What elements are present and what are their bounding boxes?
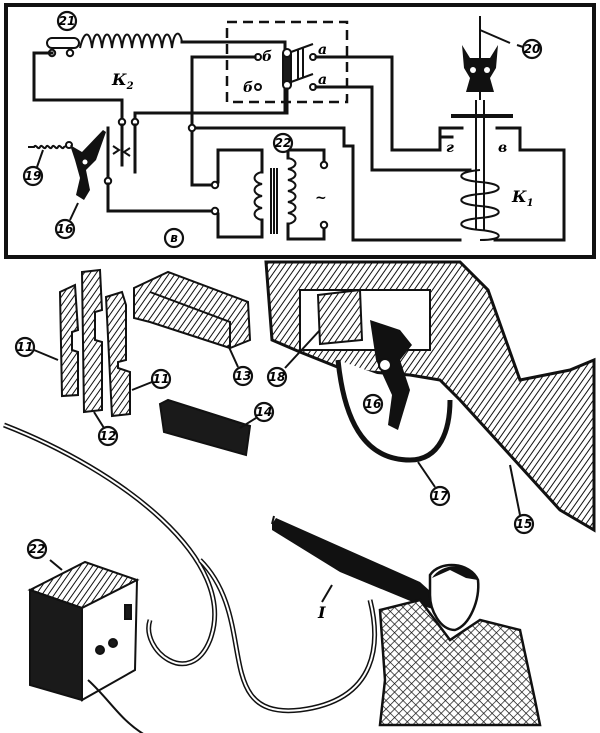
transformer-core — [270, 168, 278, 234]
svg-text:16: 16 — [57, 222, 74, 236]
part-11-left — [58, 283, 80, 398]
svg-text:12: 12 — [100, 429, 117, 443]
contact-label-b-bottom: б — [243, 80, 253, 96]
svg-text:11: 11 — [17, 340, 34, 354]
parts-exploded: 11 11 12 13 14 — [14, 268, 275, 457]
part-11-right — [104, 290, 131, 418]
contact-label-a-top: а — [318, 42, 327, 58]
relay-k2-label: К2 — [111, 70, 134, 92]
svg-text:14: 14 — [256, 405, 273, 419]
trigger-16-rifle — [370, 320, 412, 430]
transformer-primary — [253, 171, 263, 221]
contact-label-v: в — [498, 140, 507, 156]
relay-k2-coil — [79, 32, 183, 49]
rifle — [272, 518, 440, 610]
switch-21 — [46, 37, 80, 58]
part-13 — [133, 270, 252, 350]
callout-16-rifle: 16 — [362, 393, 384, 415]
svg-text:21: 21 — [59, 14, 76, 28]
callout-22-box: 22 — [26, 538, 48, 560]
shooter-body — [378, 598, 542, 727]
part-12 — [80, 268, 104, 414]
contact-label-a-bottom: а — [318, 72, 327, 88]
relay-k1-label: К1 — [511, 187, 534, 209]
callout-16-schematic: 16 — [54, 218, 76, 240]
svg-text:11: 11 — [153, 372, 170, 386]
contact-label-b-top: б — [262, 49, 272, 65]
svg-text:13: 13 — [235, 369, 252, 383]
part-14 — [158, 398, 252, 457]
callout-14: 14 — [253, 401, 275, 423]
schematic-label-v: в — [163, 227, 185, 249]
contact-block-18 — [316, 288, 364, 346]
svg-text:в: в — [170, 231, 178, 245]
shooting-scene: 22 I — [3, 422, 542, 733]
ac-symbol: ~ — [315, 190, 327, 206]
callout-20: 20 — [521, 38, 543, 60]
callout-18: 18 — [266, 366, 288, 388]
svg-text:15: 15 — [516, 517, 533, 531]
svg-text:22: 22 — [29, 542, 46, 556]
svg-text:16: 16 — [365, 397, 382, 411]
callout-15: 15 — [513, 513, 535, 535]
roman-numeral-I: I — [317, 603, 326, 622]
svg-text:19: 19 — [25, 169, 42, 183]
shooter-head — [428, 563, 480, 632]
cable-to-rifle — [198, 558, 377, 714]
contact-label-g: г — [446, 140, 454, 156]
callout-19: 19 — [22, 165, 44, 187]
target-cat-head — [462, 45, 498, 92]
trigger-16-schematic — [70, 130, 106, 200]
callout-12: 12 — [97, 425, 119, 447]
callout-11-right: 11 — [150, 368, 172, 390]
callout-17: 17 — [429, 485, 451, 507]
svg-text:17: 17 — [432, 489, 449, 503]
svg-text:22: 22 — [275, 136, 292, 150]
callout-13: 13 — [232, 365, 254, 387]
transformer-secondary — [287, 157, 297, 225]
spring-19 — [28, 144, 69, 150]
schematic-frame — [4, 3, 596, 259]
svg-text:18: 18 — [269, 370, 286, 384]
rifle-stock-cutaway: 18 16 17 15 — [264, 260, 596, 535]
callout-22-schematic: 22 — [272, 132, 294, 154]
relay-k1-coil — [460, 169, 500, 241]
callout-11-left: 11 — [14, 336, 36, 358]
schematic-panel: ~ г в К1 К2 б б а а 21 20 22 19 16 в — [4, 3, 596, 259]
svg-text:20: 20 — [524, 42, 541, 56]
callout-21: 21 — [56, 10, 78, 32]
